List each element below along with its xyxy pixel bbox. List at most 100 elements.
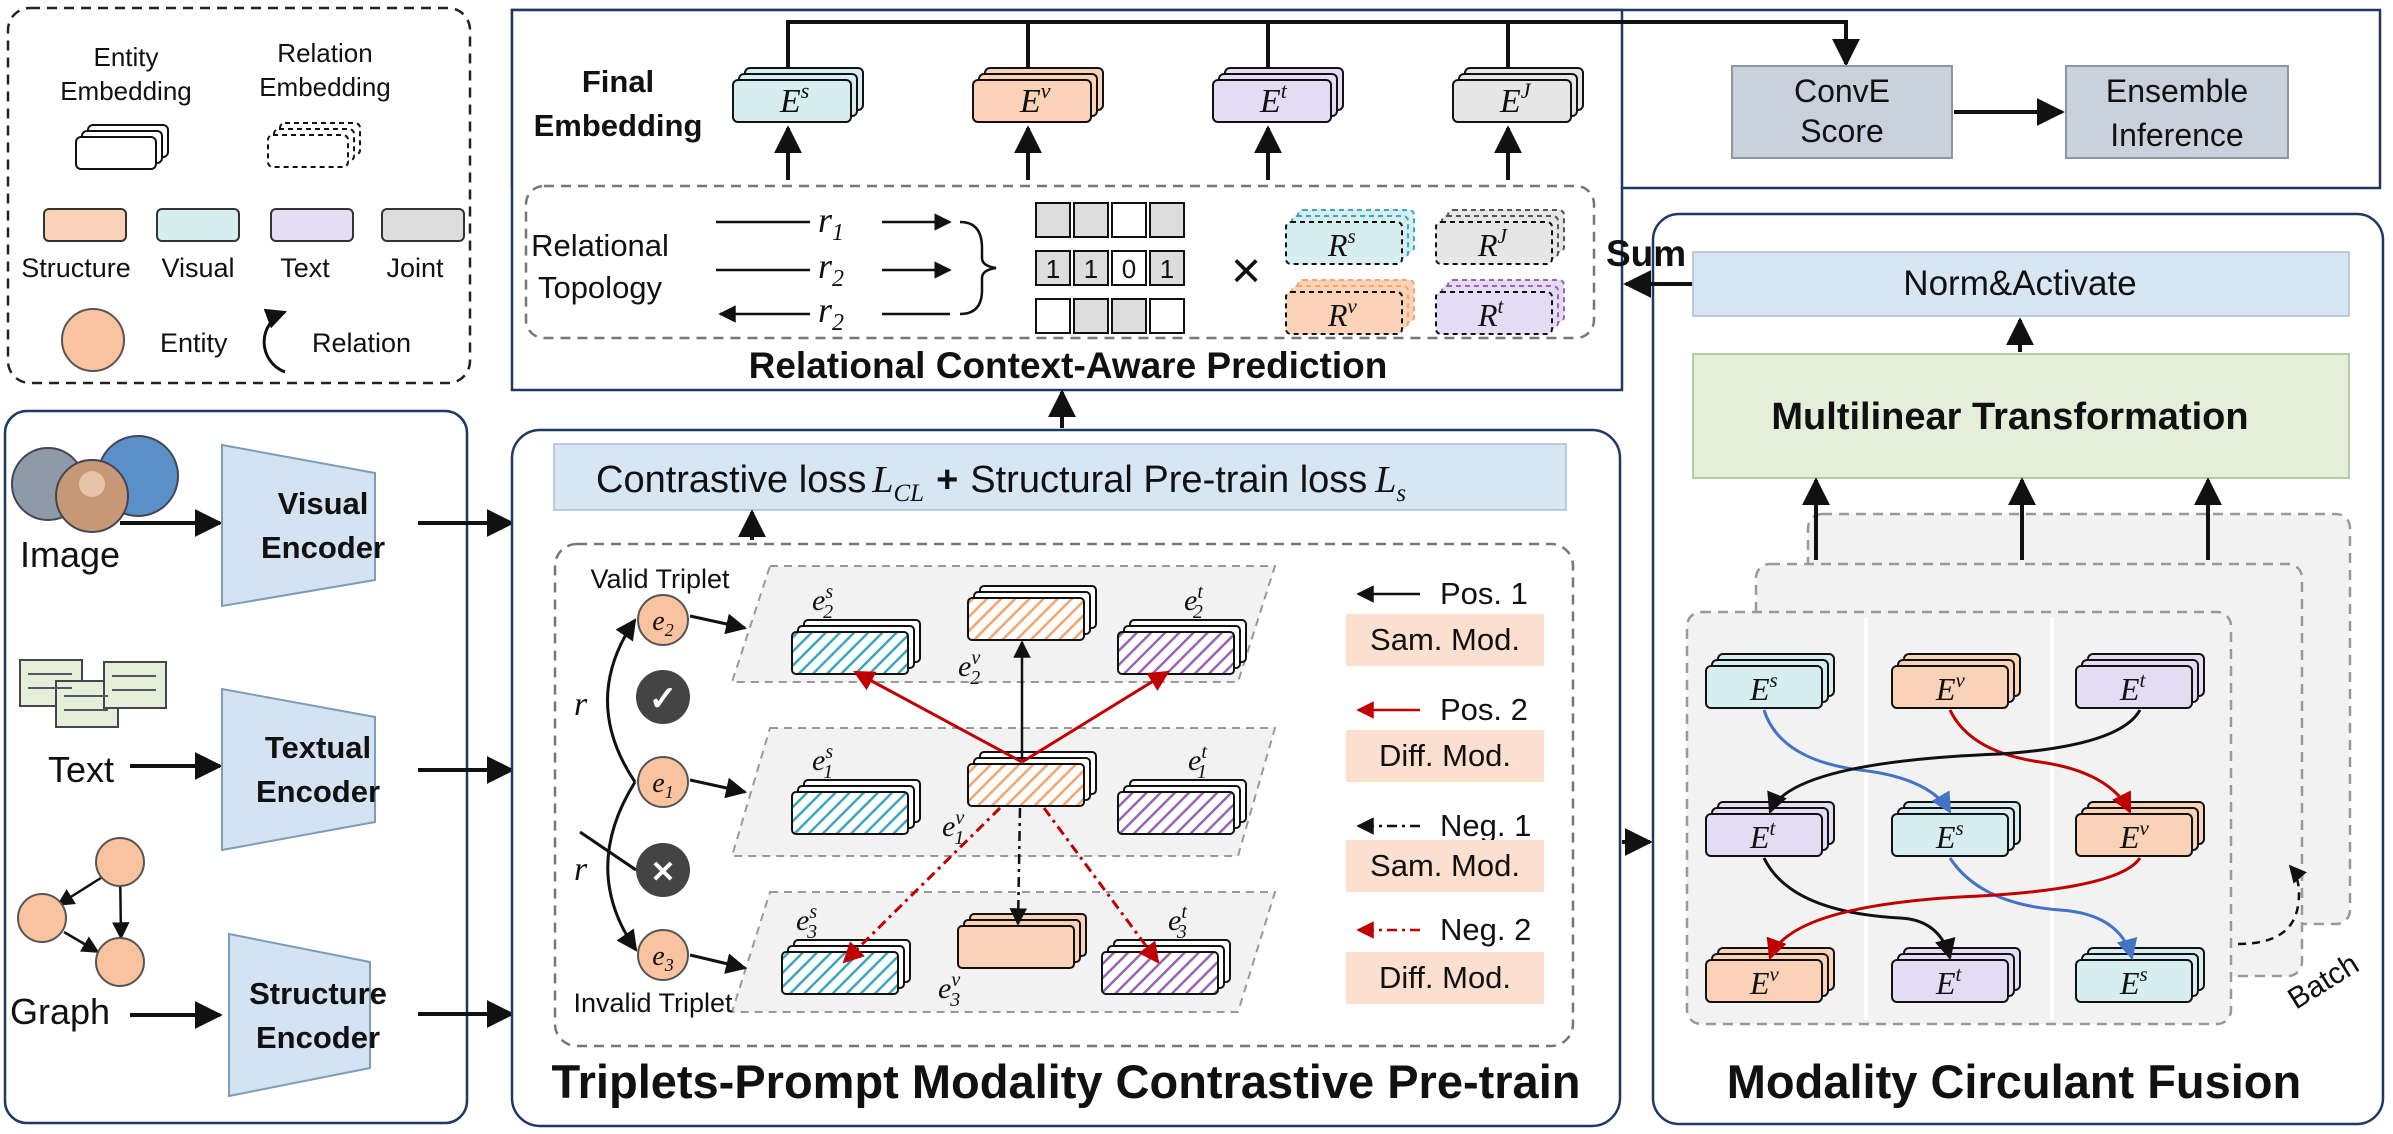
textual-encoder-label-1: Textual bbox=[265, 730, 371, 765]
prediction-title: Relational Context-Aware Prediction bbox=[749, 345, 1388, 386]
ensemble-label-1: Ensemble bbox=[2106, 73, 2248, 109]
legend-structure-label: Structure bbox=[21, 253, 131, 283]
fusion-r1c1-text: Es bbox=[1749, 668, 1778, 707]
textual-encoder: Textual Encoder bbox=[221, 687, 380, 852]
final-embedding-ev: Ev bbox=[972, 67, 1104, 123]
relation-r-invalid: r bbox=[574, 851, 588, 888]
fusion-r3c3-text: Es bbox=[2119, 962, 2148, 1001]
fusion-r3c3: Es bbox=[2075, 947, 2205, 1003]
fusion-title: Modality Circulant Fusion bbox=[1727, 1055, 2301, 1108]
emb-e3v bbox=[957, 913, 1087, 969]
visual-encoder-label-2: Encoder bbox=[261, 530, 385, 565]
legend-joint-swatch bbox=[381, 208, 465, 242]
encoders-panel: Image Visual Encoder Text Textual Encode… bbox=[3, 409, 515, 1125]
multilinear-label: Multilinear Transformation bbox=[1771, 396, 2248, 438]
relation-brace bbox=[959, 220, 997, 316]
legend-structure-swatch bbox=[43, 208, 127, 242]
fusion-r3c1-text: Ev bbox=[1749, 962, 1780, 1001]
relation-r1: r1 bbox=[818, 200, 844, 246]
neg2-sub: Diff. Mod. bbox=[1379, 960, 1511, 995]
legend-relation-label: Relation bbox=[312, 328, 411, 358]
mask-value-4: 1 bbox=[1160, 254, 1174, 284]
fusion-r2c3-text: Ev bbox=[2119, 816, 2150, 855]
rel-rj-text: RJ bbox=[1477, 224, 1509, 263]
norm-activate-bar bbox=[1692, 251, 2350, 317]
fusion-r3c1: Ev bbox=[1705, 947, 1835, 1003]
invalid-triplet-label: Invalid Triplet bbox=[573, 988, 733, 1018]
fusion-r1c2-text: Ev bbox=[1935, 668, 1966, 707]
legend-relation-arrow bbox=[262, 308, 287, 374]
convE-label-1: ConvE bbox=[1794, 73, 1890, 109]
mask-value-1: 1 bbox=[1046, 254, 1060, 284]
legend-text-swatch bbox=[270, 208, 354, 242]
fusion-r1c3: Et bbox=[2075, 653, 2205, 709]
structure-encoder: Structure Encoder bbox=[228, 932, 387, 1098]
mask-value-3: 0 bbox=[1122, 254, 1136, 284]
ensemble-inference-box: Ensemble Inference bbox=[2065, 65, 2289, 159]
final-et-text: Et bbox=[1259, 78, 1288, 120]
final-ej-text: EJ bbox=[1499, 78, 1532, 120]
relation-embedding-rv: Rv bbox=[1285, 279, 1415, 335]
legend-visual-label: Visual bbox=[161, 253, 234, 283]
final-embedding-es: Es bbox=[732, 67, 864, 123]
entity-e2: e2 bbox=[637, 594, 689, 646]
relation-embedding-rs: Rs bbox=[1285, 209, 1415, 265]
fusion-panel: Sum Norm&Activate Multilinear Transforma… bbox=[1606, 212, 2385, 1126]
graph-label: Graph bbox=[10, 991, 110, 1032]
legend-relation-embedding-icon bbox=[267, 122, 361, 168]
check-symbol: ✓ bbox=[649, 680, 678, 718]
text-label: Text bbox=[48, 749, 114, 790]
convE-label-2: Score bbox=[1800, 113, 1884, 149]
image-label: Image bbox=[20, 534, 120, 575]
fusion-r1c2: Ev bbox=[1891, 653, 2021, 709]
pos1-label: Pos. 1 bbox=[1440, 576, 1528, 611]
relation-r2-inverse: r2 bbox=[818, 290, 844, 336]
legend-panel: Entity Embedding Relation Embedding Stru… bbox=[6, 6, 472, 385]
valid-triplet-label: Valid Triplet bbox=[590, 564, 730, 594]
relation-embedding-rt: Rt bbox=[1435, 279, 1565, 335]
neg1-box bbox=[1346, 840, 1544, 892]
legend-entity-embedding-1: Entity bbox=[93, 42, 158, 72]
convE-score-box: ConvE Score bbox=[1731, 65, 1953, 159]
emb-e2v bbox=[967, 585, 1097, 641]
emb-e2t bbox=[1117, 619, 1247, 675]
rel-rs-text: Rs bbox=[1327, 224, 1356, 263]
visual-encoder-label-1: Visual bbox=[278, 486, 369, 521]
final-es-text: Es bbox=[779, 78, 809, 120]
times-symbol: × bbox=[1231, 242, 1261, 300]
emb-e1s bbox=[791, 779, 921, 835]
pos1-box bbox=[1346, 614, 1544, 666]
fusion-r3c2: Et bbox=[1891, 947, 2021, 1003]
sum-label: Sum bbox=[1606, 233, 1686, 274]
rel-rt-text: Rt bbox=[1477, 294, 1505, 333]
legend-joint-label: Joint bbox=[386, 253, 444, 283]
neg2-box bbox=[1346, 952, 1544, 1004]
legend-entity-embedding-2: Embedding bbox=[60, 76, 192, 106]
relation-r-valid: r bbox=[574, 686, 588, 723]
prediction-panel: Final Embedding Es Ev Et E bbox=[510, 8, 2382, 392]
fusion-r2c1: Et bbox=[1705, 801, 1835, 857]
relational-topology-label-1: Relational bbox=[531, 228, 669, 263]
pos2-box bbox=[1346, 730, 1544, 782]
neg1-label: Neg. 1 bbox=[1440, 808, 1531, 843]
final-embedding-ej: EJ bbox=[1452, 67, 1584, 123]
fusion-r2c2-text: Es bbox=[1935, 816, 1964, 855]
fusion-r2c3: Ev bbox=[2075, 801, 2205, 857]
fusion-r3c2-text: Et bbox=[1935, 962, 1963, 1001]
emb-e2s bbox=[791, 619, 921, 675]
rel-rv-text: Rv bbox=[1327, 294, 1358, 333]
structure-encoder-label-2: Encoder bbox=[256, 1020, 380, 1055]
legend-relation-embedding-2: Embedding bbox=[259, 72, 391, 102]
invalid-cross-icon bbox=[636, 843, 690, 897]
final-embedding-et: Et bbox=[1212, 67, 1344, 123]
image-thumbnails-icon bbox=[11, 435, 179, 533]
final-embedding-label-1: Final bbox=[582, 64, 654, 99]
emb-e3t bbox=[1101, 939, 1231, 995]
